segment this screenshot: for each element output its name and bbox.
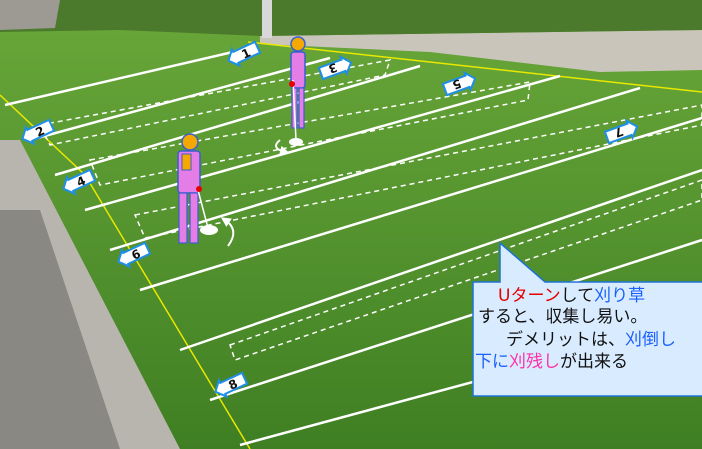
callout-line-1: Uターンして刈り草 [498, 286, 645, 306]
callout-dekiru: が出来る [560, 352, 628, 372]
marker-1: 1 [227, 40, 262, 68]
paved-road [260, 30, 702, 72]
direction-markers: 1 2 3 4 5 6 7 8 [21, 40, 639, 399]
uturn-paths [38, 59, 702, 361]
worker-figure-far [289, 36, 306, 146]
callout-text: Uターンして刈り草 すると、収集し易い。 デメリットは、刈倒し 下に刈残しが出来… [473, 278, 702, 396]
callout-karinokoshi: 刈残し [509, 352, 560, 372]
road-edge [0, 210, 120, 449]
callout-uturn: Uターン [498, 286, 561, 306]
callout-line-3: デメリットは、刈倒し [506, 330, 676, 350]
marker-2: 2 [21, 118, 56, 146]
marker-7: 7 [603, 118, 639, 145]
callout-line-2: すると、収集し易い。 [478, 307, 648, 327]
pole [262, 0, 272, 38]
callout-karitaoshi: 刈倒し [625, 330, 676, 350]
callout-demerit: デメリットは、 [506, 330, 625, 350]
bushes [0, 0, 702, 36]
callout-bubble [472, 241, 702, 397]
marker-3: 3 [317, 54, 353, 81]
marker-8: 8 [214, 371, 249, 399]
uturn-arrow-near [220, 217, 235, 247]
callout-shitani: 下に [475, 352, 509, 372]
wall [0, 0, 60, 30]
marker-5: 5 [441, 70, 477, 97]
boundary-top [247, 41, 702, 93]
callout-karikusa: 刈り草 [594, 286, 646, 306]
uturn-arrow-far [275, 139, 290, 156]
marker-6: 6 [117, 241, 152, 269]
worker-figure-near [177, 133, 218, 244]
callout-shite: して [560, 286, 595, 306]
callout-line-4: 下に刈残しが出来る [475, 352, 628, 372]
marker-4: 4 [62, 168, 97, 196]
